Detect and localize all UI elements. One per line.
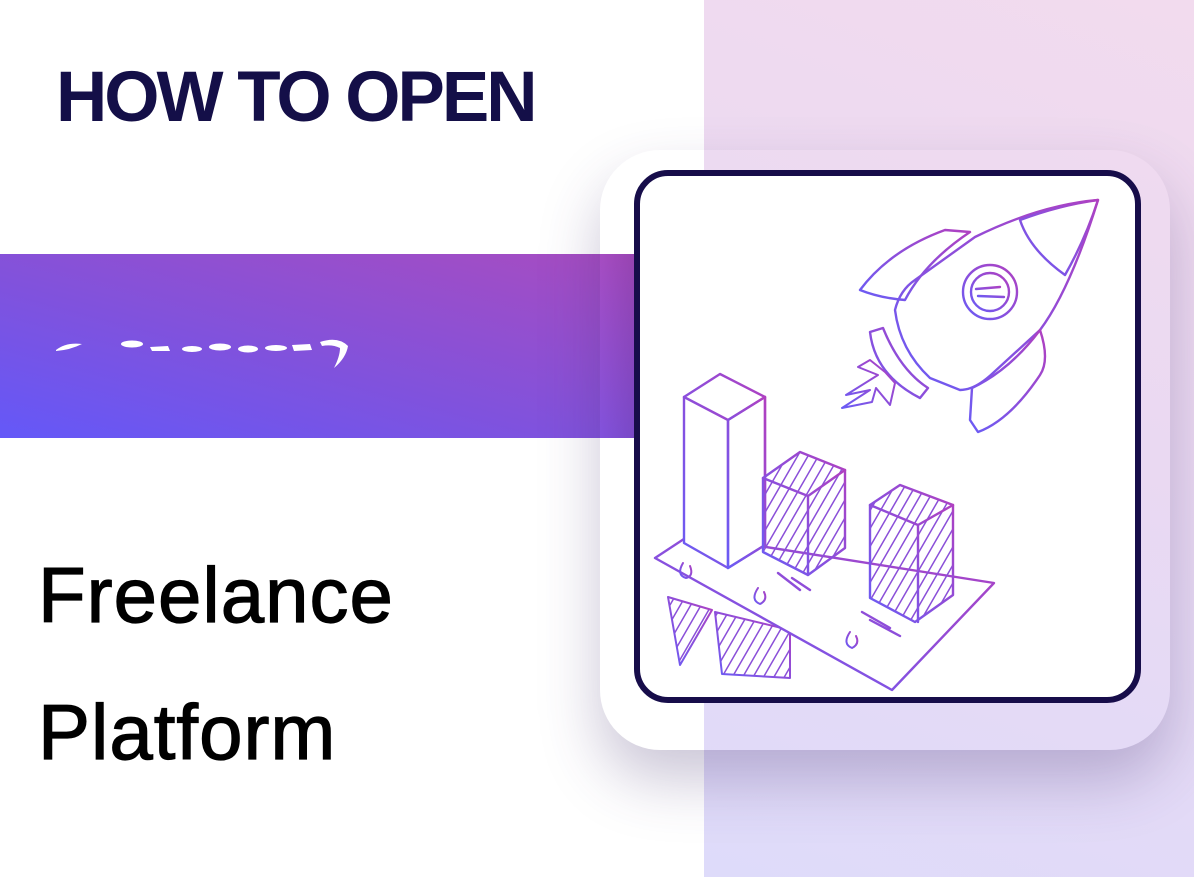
gradient-banner	[0, 254, 640, 438]
bar-chart-blocks-icon	[682, 372, 955, 624]
page-heading: HOW TO OPEN	[56, 58, 537, 137]
title-line-2: Platform	[37, 688, 337, 776]
illustration-card	[634, 170, 1141, 703]
title-line-1: Freelance	[37, 551, 394, 639]
rocket-launch-bar-chart-illustration	[653, 198, 1100, 692]
rocket-icon	[841, 198, 1100, 434]
dashed-arrow-right-icon	[56, 339, 348, 368]
